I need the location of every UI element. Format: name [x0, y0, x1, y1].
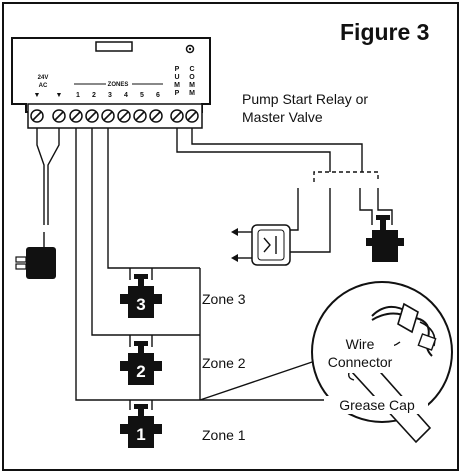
- zones-heading: ZONES: [108, 82, 129, 88]
- power-sub-label: AC: [39, 83, 48, 89]
- comm-letter-c: C: [189, 66, 194, 73]
- valve-body: [120, 353, 162, 385]
- zone-2-label: Zone 2: [202, 355, 246, 371]
- pump-letter-m: M: [174, 82, 180, 89]
- callout-grease-cap-label: Grease Cap: [339, 397, 415, 413]
- callout-connector-label: Connector: [328, 354, 393, 370]
- callout-wire-label: Wire: [346, 336, 375, 352]
- wire-connector-callout: Wire Connector Grease Cap: [311, 281, 453, 444]
- transformer: [15, 232, 56, 279]
- master-valve: [366, 215, 404, 262]
- zone-valve-1: 1: [120, 404, 162, 448]
- terminal-screw-slot: [103, 111, 113, 121]
- pump-letter-p2: P: [175, 90, 180, 97]
- terminal-screw-slot: [151, 111, 161, 121]
- pump-letter-p: P: [175, 66, 180, 73]
- zone-number-2: 2: [92, 92, 96, 99]
- comm-letter-o: O: [189, 74, 195, 81]
- zone-valve-2: 2: [120, 341, 162, 385]
- terminal-screw-slot: [87, 111, 97, 121]
- valve-body: [120, 286, 162, 318]
- power-cord: [36, 128, 45, 225]
- figure-title: Figure 3: [340, 19, 429, 45]
- terminal-screw-slot: [119, 111, 129, 121]
- power-arrow-1: ▼: [34, 92, 41, 99]
- terminal-screw-slot: [32, 111, 42, 121]
- valve-number: 1: [136, 425, 145, 444]
- controller-slot: [95, 41, 133, 52]
- terminal-screw-slot: [71, 111, 81, 121]
- valve-number: 2: [136, 362, 145, 381]
- zone-number-6: 6: [156, 92, 160, 99]
- terminal-screw-slot: [187, 111, 197, 121]
- split-bracket: [313, 171, 379, 182]
- terminal-block: [27, 103, 203, 129]
- plug-prong-icon: [15, 256, 27, 263]
- controller: 24V AC ▼ ▼ ZONES 1 2 3 4 5 6 P U M P C O…: [11, 37, 211, 129]
- wire-connector-icon: [397, 302, 419, 334]
- zone-1-label: Zone 1: [202, 427, 246, 443]
- relay-label-line2: Master Valve: [242, 109, 323, 125]
- terminal-screw-slot: [172, 111, 182, 121]
- comm-wire: [191, 128, 363, 172]
- valve-number: 3: [136, 295, 145, 314]
- zone-valves: 3 2 1: [120, 274, 162, 448]
- comm-letter-m2: M: [189, 90, 195, 97]
- common-wire: [75, 128, 200, 401]
- zone-3-label: Zone 3: [202, 291, 246, 307]
- zone-2-wire: [91, 128, 140, 336]
- power-arrow-2: ▼: [56, 92, 63, 99]
- valve-body: [120, 416, 162, 448]
- zone-3-wire: [107, 128, 200, 269]
- relay-label-line1: Pump Start Relay or: [242, 91, 368, 107]
- pump-letter-u: U: [174, 74, 179, 81]
- pump-wire: [176, 128, 331, 172]
- zone-number-1: 1: [76, 92, 80, 99]
- zone-number-3: 3: [108, 92, 112, 99]
- callout-leader-1: [199, 359, 319, 401]
- zone-valve-3: 3: [120, 274, 162, 318]
- terminal-screw-slot: [135, 111, 145, 121]
- relay-arrow-icon: [231, 228, 238, 236]
- pump-start-relay: [231, 224, 291, 266]
- controller-indicator-light: [185, 44, 195, 54]
- power-label: 24V: [38, 75, 49, 81]
- zone-number-5: 5: [140, 92, 144, 99]
- comm-letter-m: M: [189, 82, 195, 89]
- terminal-screw-slot: [54, 111, 64, 121]
- zone-number-4: 4: [124, 92, 128, 99]
- transformer-body: [26, 247, 56, 279]
